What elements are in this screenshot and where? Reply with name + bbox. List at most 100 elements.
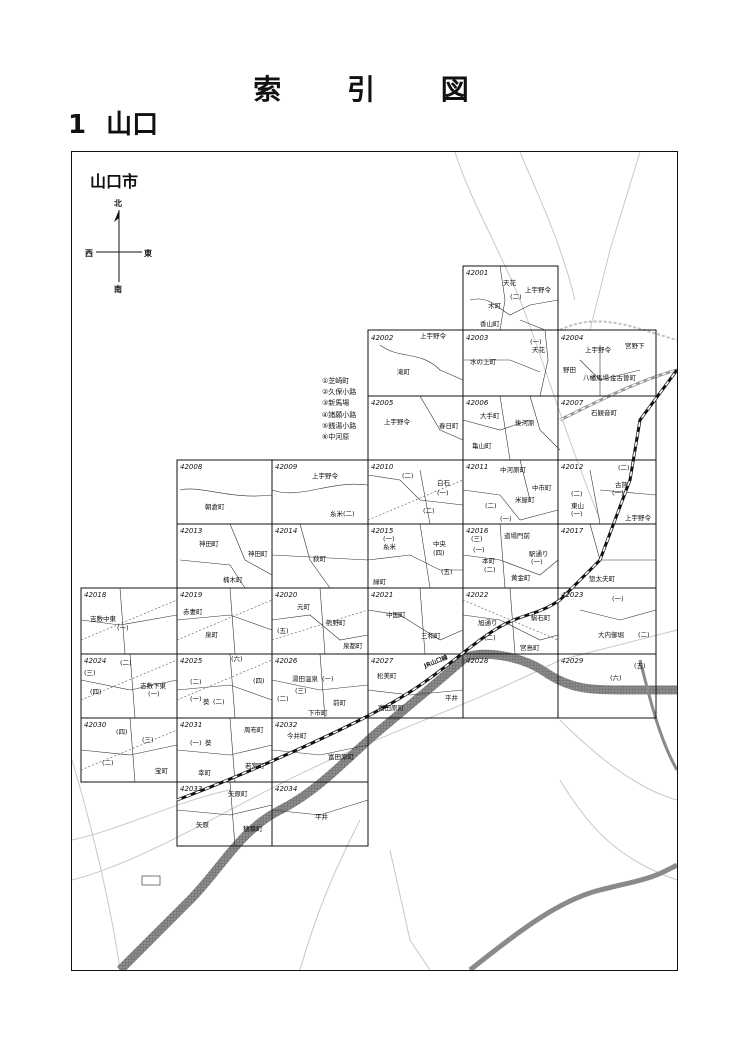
background-geography xyxy=(72,152,677,970)
place-label: 香山町 xyxy=(480,319,500,328)
place-label: 矢原町 xyxy=(228,789,248,798)
grid-code-42011: 42011 xyxy=(466,463,488,471)
grid-code-42014: 42014 xyxy=(275,527,297,535)
place-label: 幸町 xyxy=(198,769,212,777)
place-label: 富田原町 xyxy=(328,752,355,761)
place-label: 宮野下 xyxy=(625,341,645,350)
place-label: 米屋町 xyxy=(515,495,535,504)
place-label: (二) xyxy=(190,678,202,686)
grid-code-42006: 42006 xyxy=(466,399,489,407)
grid-code-42031: 42031 xyxy=(180,721,202,729)
place-label: (六) xyxy=(231,654,243,663)
place-label: (一) xyxy=(190,739,202,747)
place-label: 中国町 xyxy=(386,610,406,619)
grid-code-42007: 42007 xyxy=(561,399,584,407)
jr-yamaguchi-line xyxy=(176,369,679,802)
place-label: (二) xyxy=(120,659,132,667)
legend-item: ②久保小路 xyxy=(322,388,357,397)
place-label: 吉敷中東 xyxy=(90,614,117,623)
grid-cells xyxy=(80,265,657,847)
place-label: 宝町 xyxy=(155,766,169,775)
place-label: (二) xyxy=(102,759,114,767)
place-names: 天花 上宇野令 (二) 木町 香山町 (一) 天花 上宇野令 滝町 水の上町 上… xyxy=(84,278,652,833)
place-label: 木町 xyxy=(488,301,502,310)
legend-item: ⑤銭湯小路 xyxy=(322,421,357,430)
place-label: (二) xyxy=(618,464,630,472)
grid-code-42027: 42027 xyxy=(371,657,394,665)
place-label: 春日町 xyxy=(439,421,459,430)
place-label: (二) xyxy=(277,695,289,703)
index-map-frame xyxy=(71,151,678,971)
place-label: (一) xyxy=(473,546,485,554)
place-label: 天花 xyxy=(532,345,546,354)
place-label: 元町 xyxy=(297,603,311,611)
place-label: 周布町 xyxy=(244,725,264,734)
place-label: 穂積町 xyxy=(243,824,263,833)
legend-item: ①芝崎町 xyxy=(322,377,350,385)
place-label: 天花 xyxy=(503,278,517,287)
place-label: 大内御堀 xyxy=(598,630,625,639)
place-label: 道場門前 xyxy=(504,531,531,540)
grid-code-42023: 42023 xyxy=(561,591,583,599)
place-label: (四) xyxy=(433,549,445,557)
place-label: (五) xyxy=(277,627,289,635)
place-label: 黄金町 xyxy=(511,573,531,582)
compass-west-label: 西 xyxy=(85,249,93,258)
place-label: 本町 xyxy=(482,556,496,565)
place-label: 神田町 xyxy=(248,549,268,558)
place-label: 若宮町 xyxy=(245,761,265,770)
place-label: 平井 xyxy=(445,693,459,702)
place-label: (三) xyxy=(295,687,307,695)
place-label: 駒石町 xyxy=(531,613,551,622)
place-label: 緑町 xyxy=(373,577,387,586)
place-label: 上宇野令 xyxy=(585,345,612,354)
place-label: (二) xyxy=(484,634,496,642)
place-label: (一) xyxy=(383,535,395,543)
place-label: (五) xyxy=(634,662,646,670)
grid-code-42029: 42029 xyxy=(561,657,584,665)
place-label: 金古曽町 xyxy=(610,373,637,382)
grid-code-42001: 42001 xyxy=(466,269,488,277)
place-label: (二) xyxy=(638,631,650,639)
compass-north-label: 北 xyxy=(114,199,122,208)
place-label: (二) xyxy=(571,490,583,498)
place-label: 熊野町 xyxy=(326,618,346,627)
place-label: (三) xyxy=(84,669,96,677)
grid-code-42020: 42020 xyxy=(275,591,298,599)
place-label: 上宇野令 xyxy=(625,513,652,522)
compass-south-label: 南 xyxy=(114,285,122,294)
place-label: (一) xyxy=(612,595,624,603)
place-label: 下市町 xyxy=(308,708,328,717)
legend-item: ③新馬場 xyxy=(322,399,350,408)
place-label: (四) xyxy=(90,688,102,696)
legend-item: ⑥中河原 xyxy=(322,433,350,442)
place-label: (一) xyxy=(571,510,583,518)
place-label: (四) xyxy=(253,677,265,685)
place-label: 中河原町 xyxy=(500,465,527,474)
place-label: 平井 xyxy=(315,812,329,821)
grid-code-42034: 42034 xyxy=(275,785,297,793)
grid-code-42009: 42009 xyxy=(275,463,298,471)
place-label: (二) xyxy=(402,472,414,480)
place-label: 前町 xyxy=(333,698,347,707)
place-label: (二) xyxy=(485,502,497,510)
grid-code-42025: 42025 xyxy=(180,657,203,665)
place-label: (一) xyxy=(437,489,449,497)
grid-code-42003: 42003 xyxy=(466,334,488,342)
grid-codes: 42001 42002 42003 42004 42005 42006 4200… xyxy=(84,269,584,793)
grid-code-42005: 42005 xyxy=(371,399,394,407)
place-label: 惣太夫町 xyxy=(589,574,616,583)
place-label: (三) xyxy=(142,736,154,744)
street-legend: ①芝崎町 ②久保小路 ③新馬場 ④諸願小路 ⑤銭湯小路 ⑥中河原 xyxy=(322,376,356,443)
compass-east-label: 東 xyxy=(144,249,152,258)
place-label: 中市町 xyxy=(532,483,552,492)
grid-code-42012: 42012 xyxy=(561,463,584,471)
place-label: (一) xyxy=(117,624,129,632)
grid-code-42008: 42008 xyxy=(180,463,203,471)
grid-code-42004: 42004 xyxy=(561,334,583,342)
place-label: 宮島町 xyxy=(520,643,540,652)
place-label: (一) xyxy=(530,338,542,346)
place-label: 古熊 xyxy=(615,480,629,489)
grid-code-42028: 42028 xyxy=(466,657,489,665)
